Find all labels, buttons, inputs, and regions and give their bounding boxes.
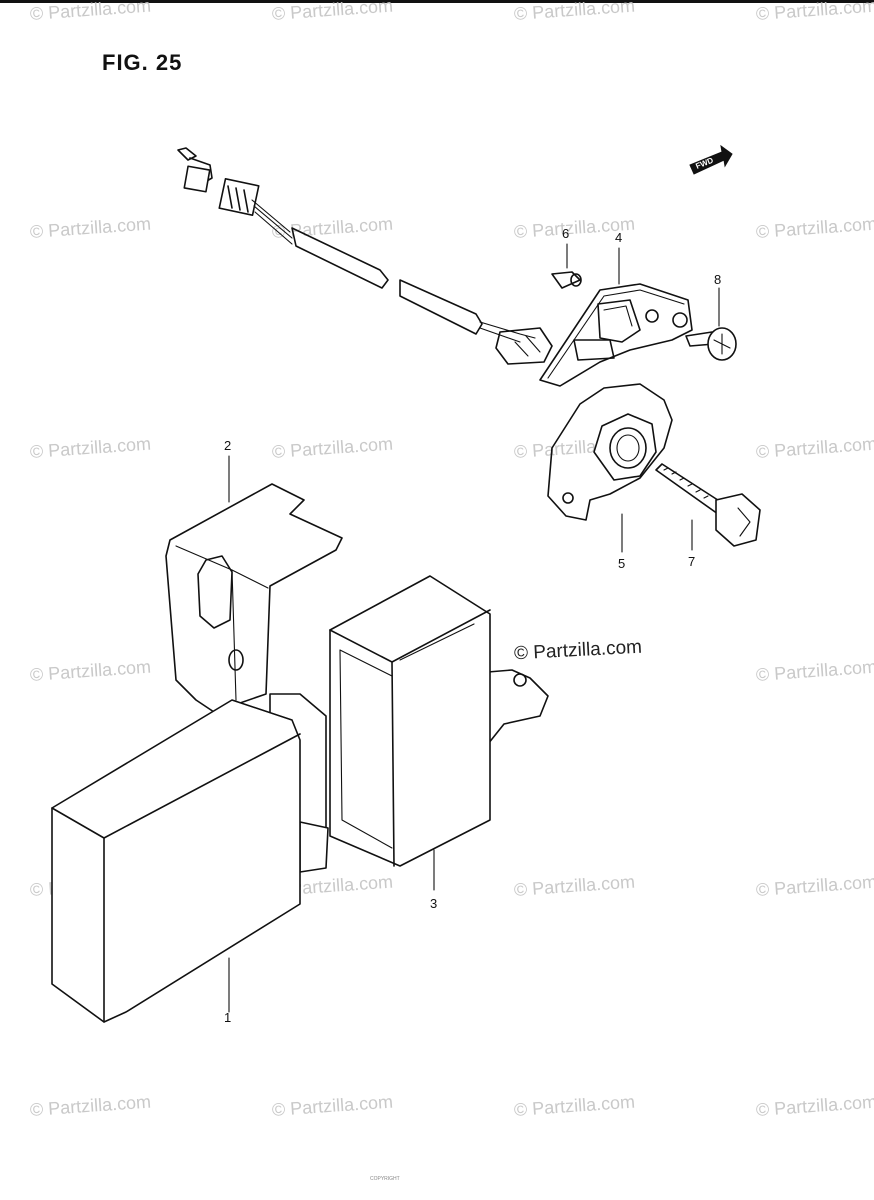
part-5-rotor-plate: [547, 383, 673, 553]
part-6-pin: [551, 243, 582, 289]
callout-8: 8: [714, 272, 722, 287]
footer-note: COPYRIGHT: [370, 1176, 400, 1182]
wire-harness: [177, 147, 553, 365]
part-1-cdi-unit: [51, 693, 329, 1023]
callout-5: 5: [618, 556, 626, 571]
callout-7: 7: [688, 554, 696, 569]
callout-1: 1: [224, 1010, 232, 1025]
part-4-pickup-plate: [539, 247, 693, 387]
part-8-screw: [685, 287, 737, 361]
callout-3: 3: [430, 896, 438, 911]
figure-title: FIG. 25: [102, 50, 183, 75]
part-3-regulator: [329, 575, 549, 891]
callout-4: 4: [615, 230, 623, 245]
fwd-arrow-icon: FWD: [689, 144, 733, 175]
part-7-bolt: [655, 463, 761, 551]
part-2-bracket: [165, 455, 343, 713]
callout-2: 2: [224, 438, 232, 453]
top-border: [0, 0, 874, 3]
callout-6: 6: [562, 226, 570, 241]
